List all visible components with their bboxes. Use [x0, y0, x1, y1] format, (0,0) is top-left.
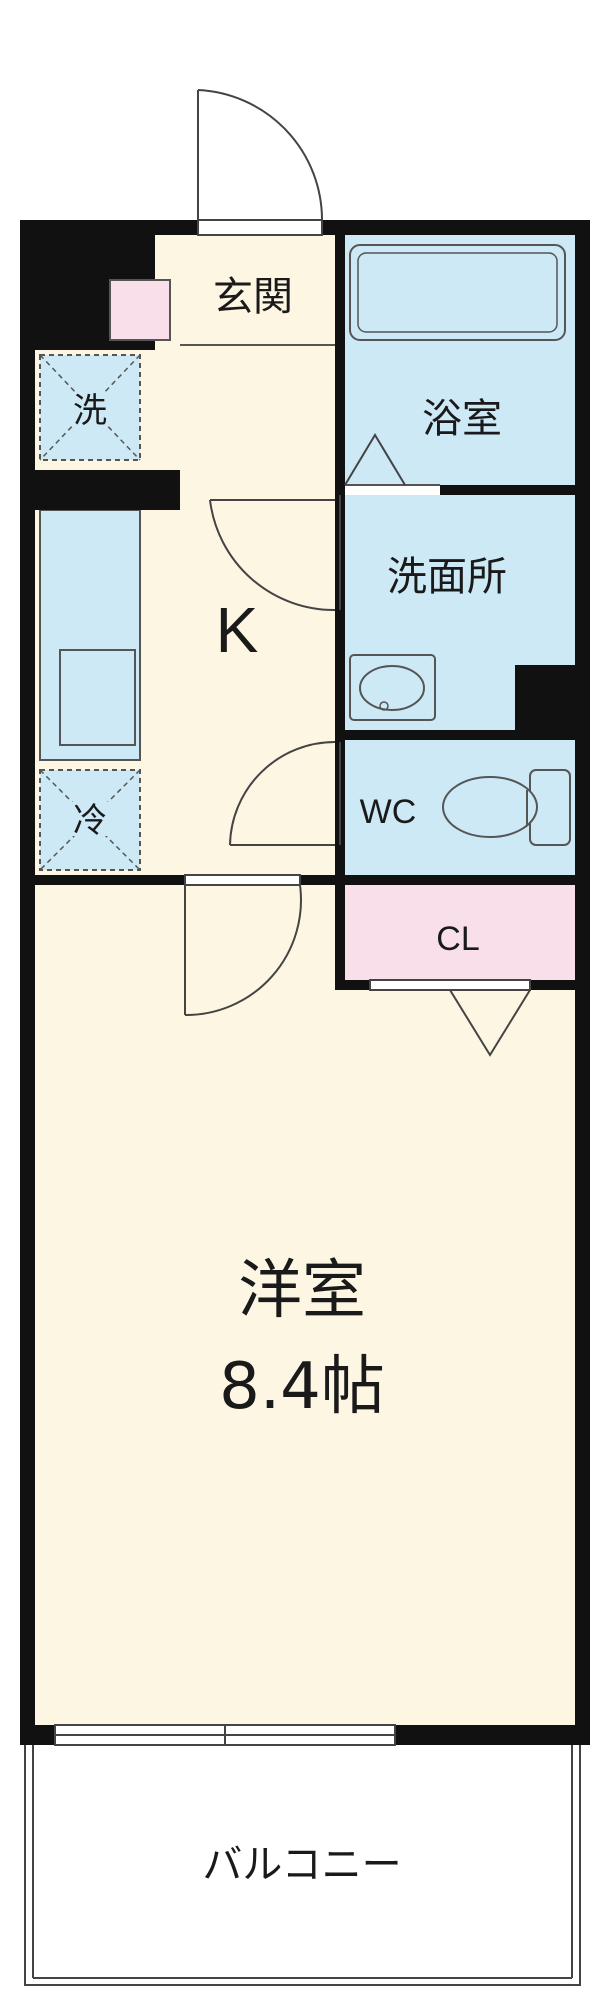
- bathtub: [349, 244, 566, 341]
- wall-closet-bottom-right: [530, 980, 575, 990]
- wc-label: WC: [360, 793, 417, 831]
- pillar-washroom: [515, 665, 575, 730]
- wall-right: [575, 220, 590, 1745]
- kitchen-label: K: [216, 594, 259, 666]
- balcony-outline: [24, 1745, 581, 1986]
- genkan-label: 玄関: [213, 274, 293, 320]
- wall-top-left: [20, 220, 198, 235]
- wall-bottom-left: [20, 1725, 55, 1745]
- thin-lines: [180, 344, 440, 486]
- kitchen-sink: [59, 649, 136, 746]
- closet-door-mark: [449, 989, 531, 1057]
- bath-door-mark: [344, 433, 406, 486]
- washer-label: 洗: [73, 391, 107, 431]
- wall-washroom-wc: [335, 730, 575, 740]
- fridge-label: 冷: [73, 801, 107, 841]
- closet-floor: [345, 885, 575, 980]
- wall-washer-block: [35, 470, 180, 510]
- closet-label: CL: [436, 920, 479, 958]
- western-room-size: 8.4帖: [219, 1350, 385, 1424]
- walls: [20, 220, 590, 1745]
- wall-kitchen-room-left: [35, 875, 185, 885]
- genkan-floor: [150, 235, 335, 345]
- wall-closet-left: [335, 885, 345, 990]
- kitchen-door-swing: [209, 499, 336, 612]
- wall-left-upper: [20, 220, 35, 885]
- fixtures: [39, 244, 571, 871]
- wall-left-lower: [20, 885, 35, 1745]
- washroom-label: 洗面所: [387, 554, 507, 600]
- doors: [54, 89, 531, 1746]
- wall-kitchen-room-right: [300, 875, 590, 885]
- entrance-door-swing: [197, 89, 324, 221]
- wall-top-right: [322, 220, 590, 235]
- wall-bottom-right: [395, 1725, 590, 1745]
- wall-closet-bottom-left: [335, 980, 370, 990]
- toilet: [442, 769, 571, 846]
- western-room-floor: [35, 885, 575, 1745]
- bath-label: 浴室: [422, 396, 502, 442]
- entrance-door-opening: [197, 219, 323, 236]
- balcony-label: バルコニー: [202, 1842, 401, 1888]
- room-door-opening: [184, 874, 301, 886]
- wc-door-swing: [229, 741, 336, 846]
- wall-bath-washroom: [440, 485, 575, 495]
- closet-door-opening: [369, 979, 531, 991]
- shoe-cabinet: [109, 279, 171, 341]
- room-door-swing: [184, 884, 302, 1017]
- western-room-label: 洋室: [238, 1254, 366, 1328]
